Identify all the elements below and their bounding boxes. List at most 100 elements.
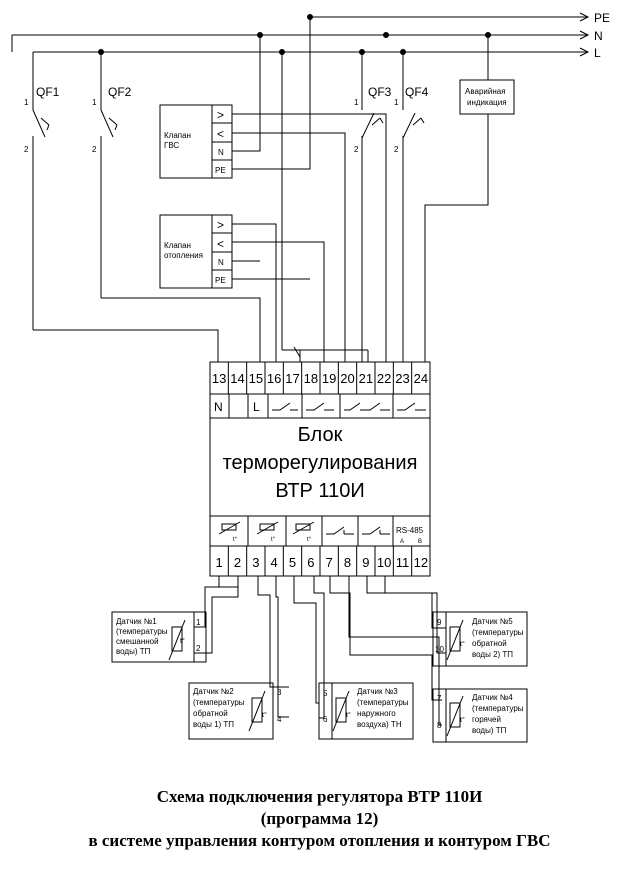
svg-text:1: 1 bbox=[196, 618, 201, 627]
svg-text:L: L bbox=[253, 400, 260, 414]
unit-title-line3: ВТР 110И bbox=[275, 480, 364, 502]
svg-text:Датчик №4: Датчик №4 bbox=[472, 693, 513, 702]
sensor-5: t° 9 10 Датчик №5 (температуры обратной … bbox=[432, 611, 528, 667]
bottom-terminal-4: 4 bbox=[271, 555, 278, 570]
svg-text:5: 5 bbox=[323, 689, 328, 698]
svg-text:8: 8 bbox=[437, 721, 442, 730]
top-terminal-22: 22 bbox=[377, 371, 391, 386]
svg-text:Датчик №5: Датчик №5 bbox=[472, 617, 513, 626]
l-arrow-icon bbox=[579, 47, 590, 57]
svg-text:Датчик №1: Датчик №1 bbox=[116, 617, 157, 626]
bottom-terminal-12: 12 bbox=[414, 555, 428, 570]
svg-text:B: B bbox=[418, 539, 422, 545]
bottom-terminal-5: 5 bbox=[289, 555, 296, 570]
pe-label: PE bbox=[594, 11, 610, 25]
svg-text:3: 3 bbox=[277, 688, 282, 697]
svg-text:t°: t° bbox=[346, 711, 351, 719]
top-terminal-19: 19 bbox=[322, 371, 336, 386]
svg-text:воды 1) ТП: воды 1) ТП bbox=[193, 720, 234, 729]
qf2-label: QF2 bbox=[108, 85, 132, 99]
svg-text:наружного: наружного bbox=[357, 709, 396, 718]
svg-text:2: 2 bbox=[92, 145, 97, 154]
breaker-qf4: QF4 1 2 bbox=[394, 52, 429, 362]
breaker-qf3: QF3 1 2 bbox=[354, 52, 392, 362]
top-terminal-16: 16 bbox=[267, 371, 281, 386]
svg-text:Клапан: Клапан bbox=[164, 131, 191, 140]
svg-text:(температуры: (температуры bbox=[357, 698, 409, 707]
top-terminal-21: 21 bbox=[359, 371, 373, 386]
relay-contact-icons bbox=[272, 402, 426, 411]
top-terminal-18: 18 bbox=[304, 371, 318, 386]
svg-text:(температуры: (температуры bbox=[193, 698, 245, 707]
top-terminal-17: 17 bbox=[285, 371, 299, 386]
alarm-indication-box: Аварийная индикация bbox=[424, 35, 515, 362]
sensor-3: t° 5 6 Датчик №3 (температуры наружного … bbox=[318, 682, 414, 740]
svg-text:1: 1 bbox=[92, 98, 97, 107]
svg-text:2: 2 bbox=[394, 145, 399, 154]
sensor-2: t° 3 4 Датчик №2 (температуры обратной в… bbox=[188, 682, 282, 740]
svg-text:воды) ТП: воды) ТП bbox=[472, 726, 507, 735]
valve-dhw: Клапан ГВС > < N PE bbox=[159, 17, 387, 362]
svg-text:6: 6 bbox=[323, 715, 328, 724]
svg-text:Датчик №2: Датчик №2 bbox=[193, 687, 234, 696]
svg-text:t°: t° bbox=[180, 637, 185, 645]
svg-text:ГВС: ГВС bbox=[164, 141, 179, 150]
svg-text:A: A bbox=[400, 539, 404, 545]
n-arrow-icon bbox=[579, 30, 590, 40]
svg-text:смешанной: смешанной bbox=[116, 637, 159, 646]
svg-text:N: N bbox=[218, 258, 224, 267]
svg-text:<: < bbox=[217, 127, 224, 141]
sensor-1: t° 1 2 Датчик №1 (температуры смешанной … bbox=[111, 611, 207, 663]
svg-text:2: 2 bbox=[354, 145, 359, 154]
qf4-label: QF4 bbox=[405, 85, 429, 99]
svg-text:Клапан: Клапан bbox=[164, 241, 191, 250]
caption-line2: (программа 12) bbox=[260, 809, 379, 828]
svg-text:обратной: обратной bbox=[472, 639, 507, 648]
output-contact-icons bbox=[326, 526, 390, 535]
svg-text:обратной: обратной bbox=[193, 709, 228, 718]
bottom-terminal-6: 6 bbox=[307, 555, 314, 570]
unit-title-line1: Блок bbox=[298, 424, 343, 446]
top-terminal-24: 24 bbox=[414, 371, 428, 386]
svg-text:Датчик №3: Датчик №3 bbox=[357, 687, 398, 696]
svg-text:9: 9 bbox=[437, 618, 442, 627]
top-terminal-23: 23 bbox=[395, 371, 409, 386]
svg-text:>: > bbox=[217, 108, 224, 122]
svg-text:PE: PE bbox=[215, 166, 226, 175]
valve-heating: Клапан отопления > < N PE bbox=[159, 214, 325, 362]
bottom-terminal-1: 1 bbox=[216, 555, 223, 570]
svg-text:t°: t° bbox=[307, 537, 312, 543]
l-label: L bbox=[594, 46, 601, 60]
svg-text:горячей: горячей bbox=[472, 715, 501, 724]
bottom-terminal-7: 7 bbox=[326, 555, 333, 570]
qf1-label: QF1 bbox=[36, 85, 60, 99]
svg-text:t°: t° bbox=[271, 537, 276, 543]
svg-text:4: 4 bbox=[277, 715, 282, 724]
svg-text:1: 1 bbox=[24, 98, 29, 107]
sensor-wiring bbox=[194, 576, 446, 726]
bottom-terminal-11: 11 bbox=[396, 555, 410, 570]
sensor-input-icons: t° t° t° bbox=[218, 521, 315, 543]
bottom-terminal-9: 9 bbox=[362, 555, 369, 570]
qf3-label: QF3 bbox=[368, 85, 392, 99]
svg-text:(температуры: (температуры bbox=[472, 704, 524, 713]
svg-text:PE: PE bbox=[215, 276, 226, 285]
caption-line3: в системе управления контуром отопления … bbox=[88, 831, 551, 850]
svg-text:N: N bbox=[218, 148, 224, 157]
svg-text:t°: t° bbox=[460, 640, 465, 648]
svg-text:индикация: индикация bbox=[467, 98, 507, 107]
svg-text:N: N bbox=[214, 400, 223, 414]
svg-text:t°: t° bbox=[233, 537, 238, 543]
breaker-qf2: QF2 1 2 bbox=[92, 52, 132, 298]
svg-text:10: 10 bbox=[435, 645, 444, 654]
sensor-4: t° 7 8 Датчик №4 (температуры горячей во… bbox=[432, 688, 528, 743]
svg-text:(температуры: (температуры bbox=[116, 627, 168, 636]
bottom-terminal-2: 2 bbox=[234, 555, 241, 570]
n-label: N bbox=[594, 29, 603, 43]
bottom-terminal-10: 10 bbox=[377, 555, 391, 570]
bottom-terminal-8: 8 bbox=[344, 555, 351, 570]
svg-text:воды) ТП: воды) ТП bbox=[116, 647, 151, 656]
top-terminal-13: 13 bbox=[212, 371, 226, 386]
